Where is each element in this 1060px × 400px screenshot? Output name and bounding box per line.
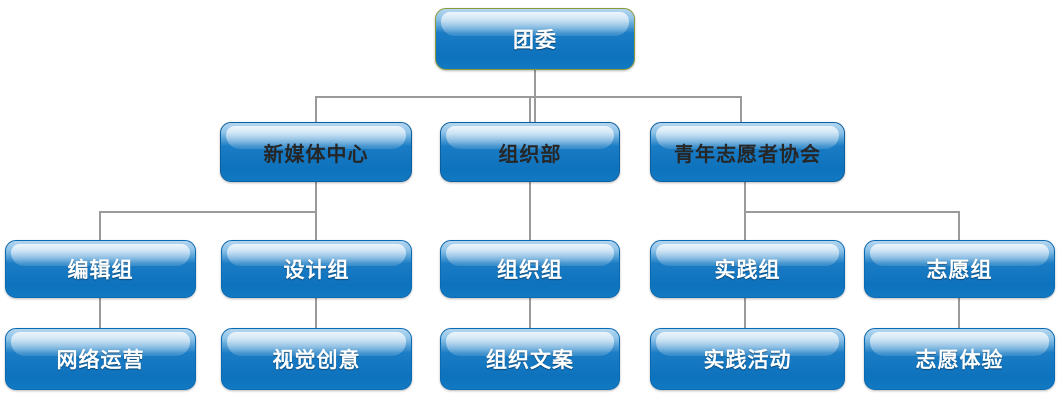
- node-zuzhiwenan[interactable]: 组织文案: [440, 328, 620, 390]
- connector-xinmeiti-bus: [99, 211, 317, 213]
- node-label: 实践活动: [703, 348, 792, 372]
- node-label: 组织部: [498, 141, 562, 166]
- node-tuanwei[interactable]: 团委: [435, 8, 635, 70]
- node-label: 志愿组: [926, 258, 993, 282]
- connector-shijianzu-to-shijianhuodong: [744, 298, 746, 328]
- node-qingnianzhiyuanzhexiehui[interactable]: 青年志愿者协会: [650, 122, 845, 182]
- node-label: 实践组: [714, 258, 781, 282]
- node-label: 视觉创意: [272, 348, 361, 372]
- connector-to-zhiyuanzu: [958, 211, 960, 240]
- connector-qingnian-bus: [744, 211, 960, 213]
- node-label: 网络运营: [56, 348, 145, 372]
- node-zhiyuantiyan[interactable]: 志愿体验: [864, 328, 1055, 390]
- node-bianjizu[interactable]: 编辑组: [5, 240, 196, 298]
- node-zuzhizu[interactable]: 组织组: [440, 240, 620, 298]
- node-label: 新媒体中心: [263, 141, 369, 166]
- connector-zuzhizu-to-zuzhiwenan: [529, 298, 531, 328]
- connector-to-qingnian: [740, 96, 742, 122]
- node-zuzhibu[interactable]: 组织部: [440, 122, 620, 182]
- connector-zhiyuanzu-to-zhiyuantiyan: [958, 298, 960, 328]
- node-shijuechuangyi[interactable]: 视觉创意: [221, 328, 412, 390]
- connector-shejizu-to-shijuechuangyi: [315, 298, 317, 328]
- node-label: 团委: [513, 28, 557, 52]
- connector-to-zuzhibu: [529, 96, 531, 122]
- connector-level2-bus: [315, 96, 742, 98]
- node-label: 组织文案: [486, 348, 574, 372]
- node-label: 设计组: [283, 258, 350, 282]
- connector-to-xinmeiti: [315, 96, 317, 122]
- node-zhiyuanzu[interactable]: 志愿组: [864, 240, 1055, 298]
- node-shijianzu[interactable]: 实践组: [650, 240, 845, 298]
- node-shejizu[interactable]: 设计组: [221, 240, 412, 298]
- connector-bianjizu-to-wangluoyunying: [99, 298, 101, 328]
- connector-to-bianjizu: [99, 211, 101, 240]
- node-wangluoyunying[interactable]: 网络运营: [5, 328, 196, 390]
- node-label: 编辑组: [67, 258, 134, 282]
- node-xinmeitizhongxin[interactable]: 新媒体中心: [220, 122, 412, 182]
- node-shijianhuodong[interactable]: 实践活动: [650, 328, 845, 390]
- connector-zuzhibu-to-zuzhizu: [529, 182, 531, 240]
- node-label: 志愿体验: [915, 348, 1004, 372]
- node-label: 组织组: [497, 258, 563, 282]
- node-label: 青年志愿者协会: [674, 141, 821, 166]
